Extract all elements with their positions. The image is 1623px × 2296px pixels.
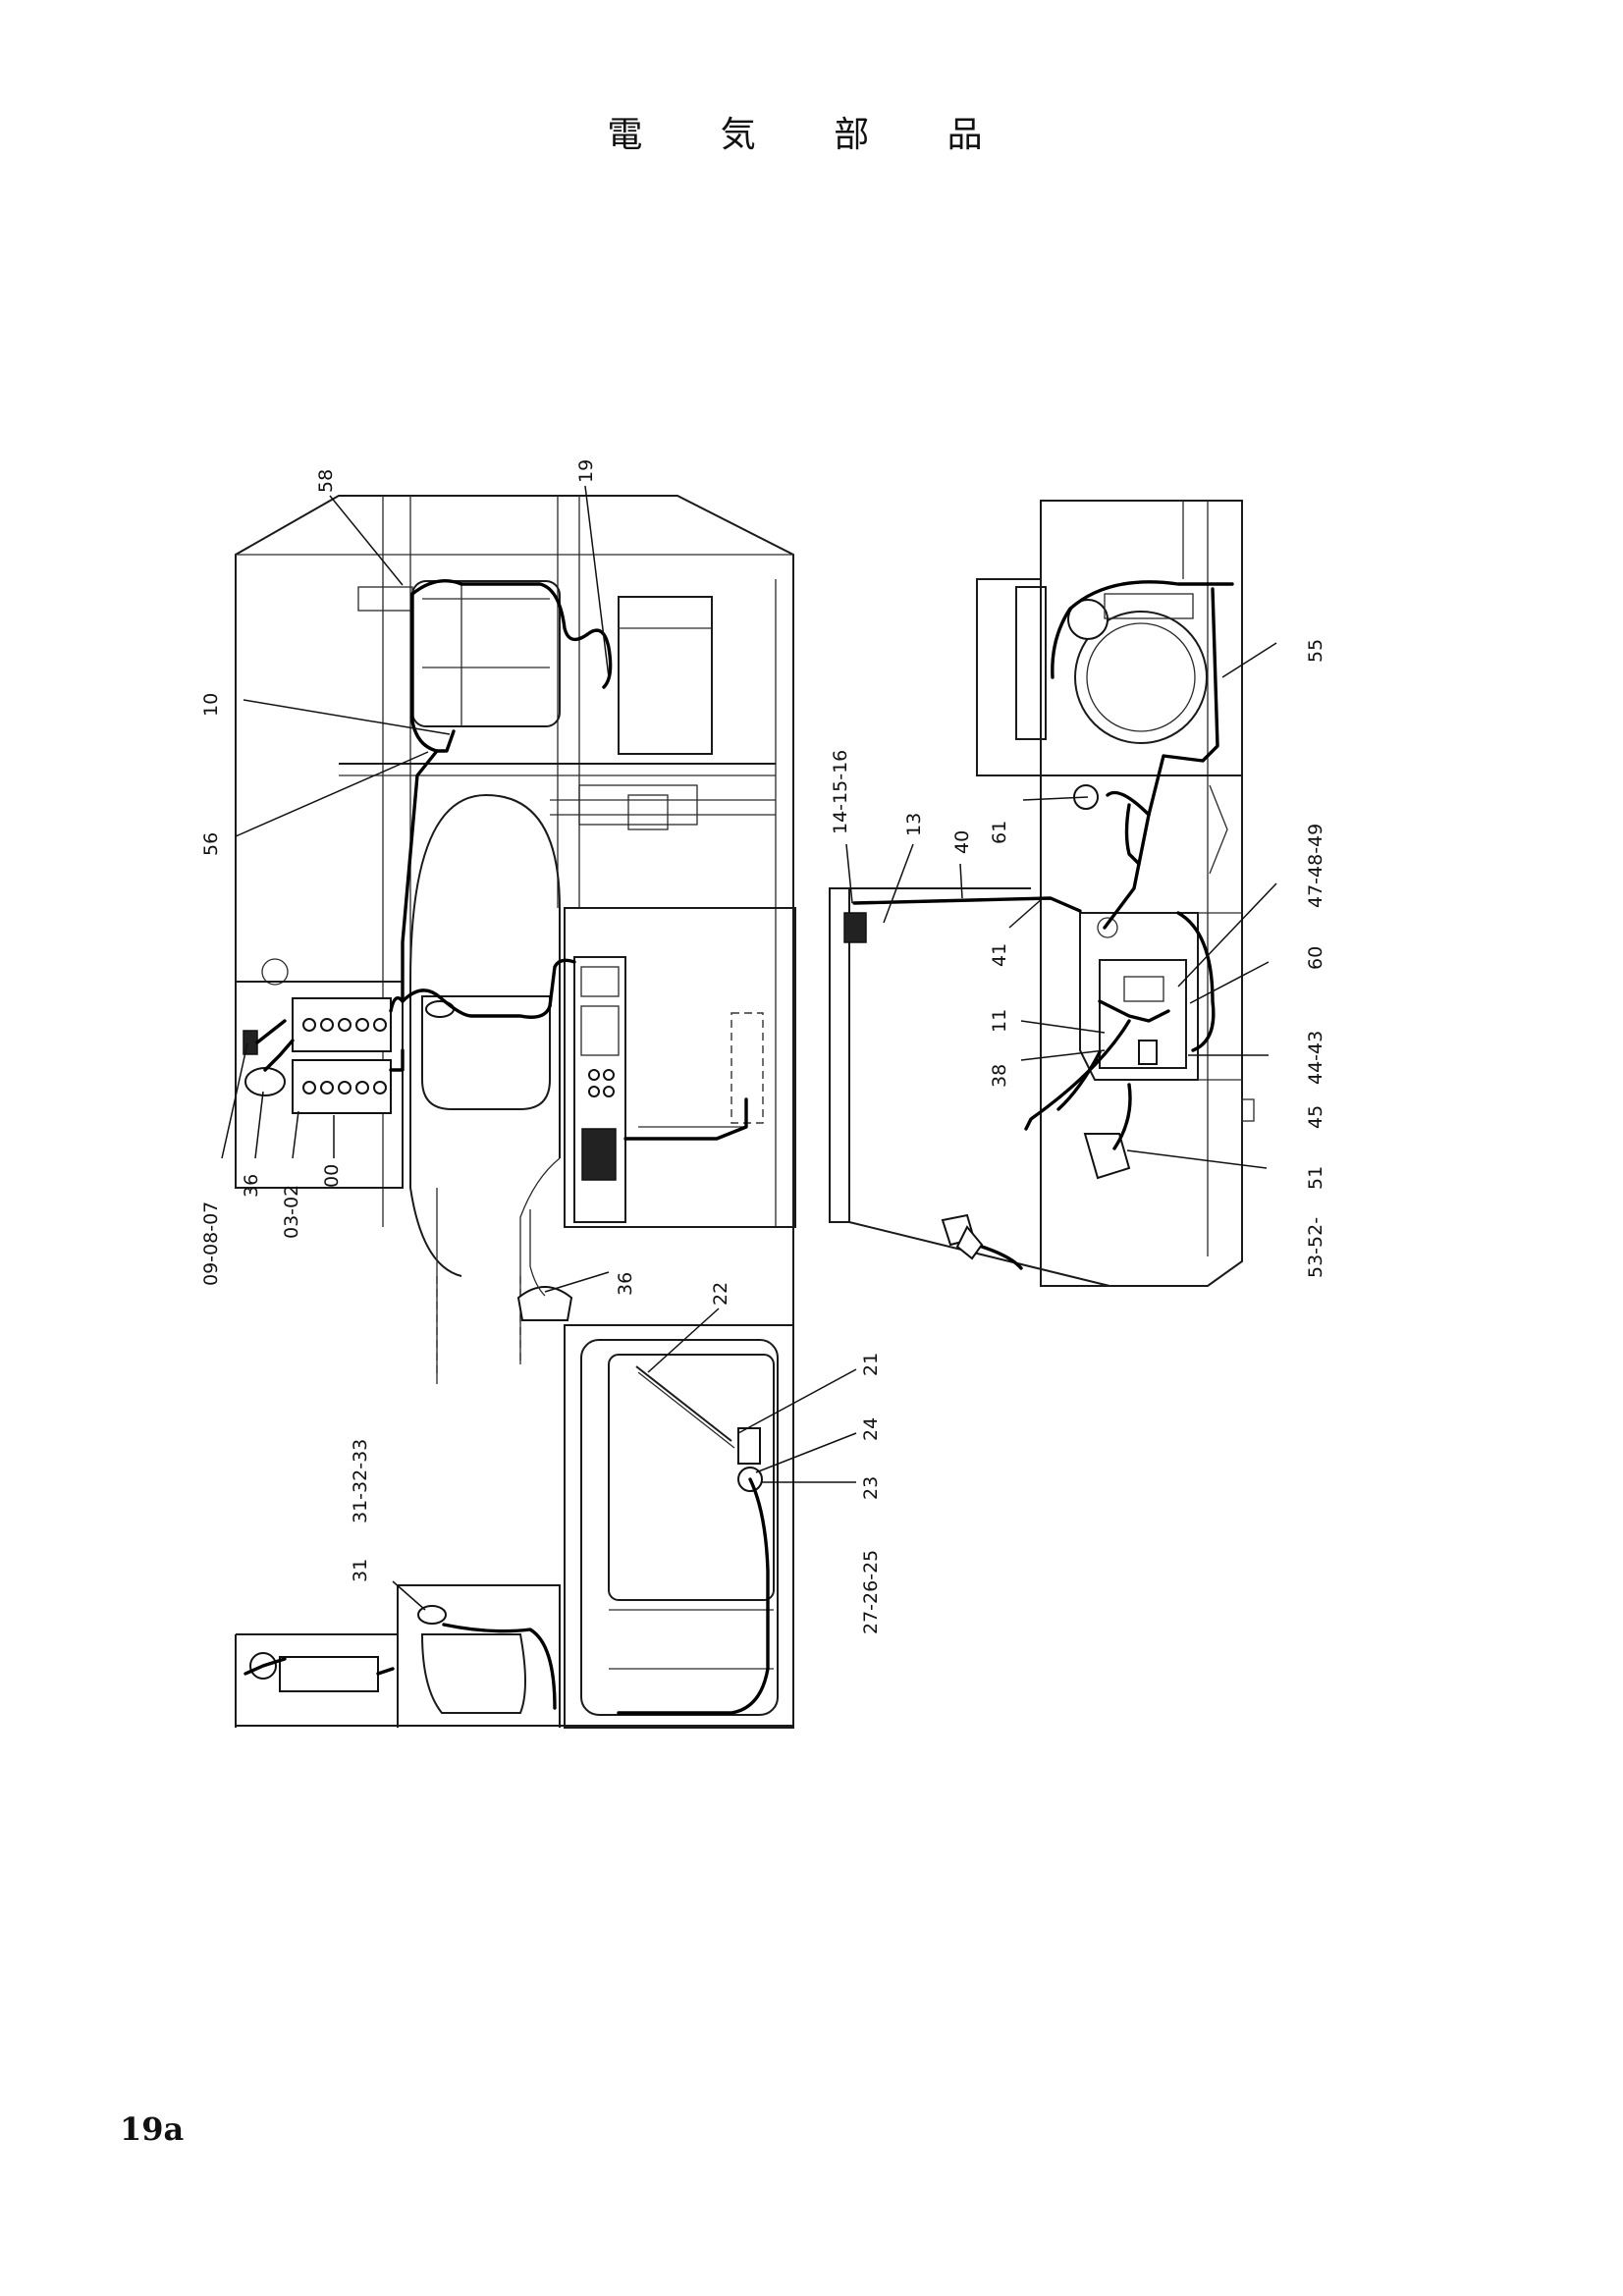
callout-19: 19 [575, 459, 597, 483]
callout-61: 61 [989, 821, 1010, 844]
callout-40: 40 [951, 830, 973, 854]
callout-14-15-16: 14-15-16 [830, 750, 851, 834]
right-assembly-outline [829, 500, 1255, 1287]
callout-labels: 58 19 10 56 09-08-07 36 03-02 00 36 22 2… [200, 459, 1326, 1634]
callout-21: 21 [860, 1353, 882, 1376]
callout-60: 60 [1305, 946, 1326, 970]
callout-51: 51 [1305, 1166, 1326, 1190]
callout-58: 58 [315, 469, 337, 493]
left-assembly-wiring [255, 579, 748, 1297]
callout-41: 41 [989, 943, 1010, 967]
callout-53-52: 53-52- [1305, 1217, 1326, 1278]
callout-00: 00 [321, 1164, 343, 1188]
callout-03-02: 03-02 [281, 1185, 302, 1239]
callout-23: 23 [860, 1476, 882, 1500]
callout-36-bottom: 36 [615, 1272, 636, 1296]
rear-frame-assembly [235, 1584, 793, 1728]
page-title: 電 気 部 品 [607, 115, 1016, 155]
left-assembly-outline [235, 495, 796, 1453]
callout-11: 11 [989, 1009, 1010, 1033]
callout-38: 38 [989, 1064, 1010, 1088]
cab-door-assembly [564, 1324, 794, 1729]
callout-47-48-49: 47-48-49 [1305, 824, 1326, 908]
callout-31: 31 [350, 1559, 371, 1582]
callout-36-left: 36 [241, 1174, 262, 1198]
callout-44-43: 44-43 [1305, 1031, 1326, 1085]
page-number: 19a [120, 2110, 185, 2148]
callout-24: 24 [860, 1417, 882, 1441]
leader-lines [221, 485, 1277, 1611]
callout-45: 45 [1305, 1105, 1326, 1129]
callout-56: 56 [200, 832, 222, 856]
right-assembly-wiring [852, 580, 1234, 1270]
callout-55: 55 [1305, 639, 1326, 663]
callout-10: 10 [200, 693, 222, 717]
callout-09-08-07: 09-08-07 [200, 1201, 222, 1286]
callout-31-32-33: 31-32-33 [350, 1439, 371, 1523]
callout-22: 22 [710, 1282, 731, 1306]
callout-13: 13 [903, 813, 925, 836]
callout-27-26-25: 27-26-25 [860, 1550, 882, 1634]
